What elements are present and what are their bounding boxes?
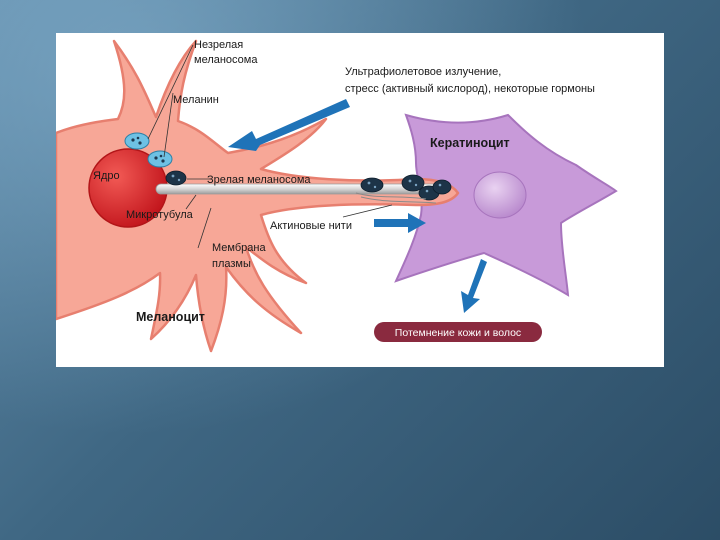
melanosome-highlights — [171, 174, 442, 193]
label-keratinocyte: Кератиноцит — [430, 136, 510, 150]
melanin-granules — [131, 136, 165, 163]
immature-melanosome — [124, 132, 150, 150]
keratinocyte-nucleus — [473, 171, 527, 219]
darkening-arrow — [461, 259, 487, 313]
actin-filaments — [355, 192, 437, 204]
label-actin-filaments: Актиновые нити — [270, 220, 352, 232]
darkening-pill — [374, 322, 542, 342]
label-uv-line1: Ультрафиолетовое излучение, — [345, 66, 501, 78]
leader-lines — [147, 44, 393, 249]
label-microtubule: Микротубула — [126, 209, 194, 221]
label-uv-line2: стресс (активный кислород), некоторые го… — [345, 83, 595, 95]
mature-melanosomes — [165, 170, 452, 201]
label-darkening: Потемнение кожи и волос — [395, 327, 521, 339]
melanocyte-keratinocyte-diagram: Незрелая меланосома Меланин Ядро Зрелая … — [54, 39, 618, 353]
melanocyte-body — [54, 39, 460, 353]
label-nucleus: Ядро — [93, 170, 120, 182]
immature-melanosome — [147, 150, 173, 168]
label-immature-melanosome-1: Незрелая — [194, 39, 243, 51]
label-membrane-1: Мембрана — [212, 242, 266, 254]
label-melanin: Меланин — [173, 94, 219, 106]
diagram-figure: Незрелая меланосома Меланин Ядро Зрелая … — [54, 33, 664, 367]
label-mature-melanosome: Зрелая меланосома — [207, 174, 311, 186]
label-immature-melanosome-2: меланосома — [194, 54, 258, 66]
transfer-arrow — [374, 213, 426, 233]
label-melanocyte: Меланоцит — [136, 310, 205, 324]
uv-arrow — [228, 99, 350, 151]
label-membrane-2: плазмы — [212, 258, 251, 270]
